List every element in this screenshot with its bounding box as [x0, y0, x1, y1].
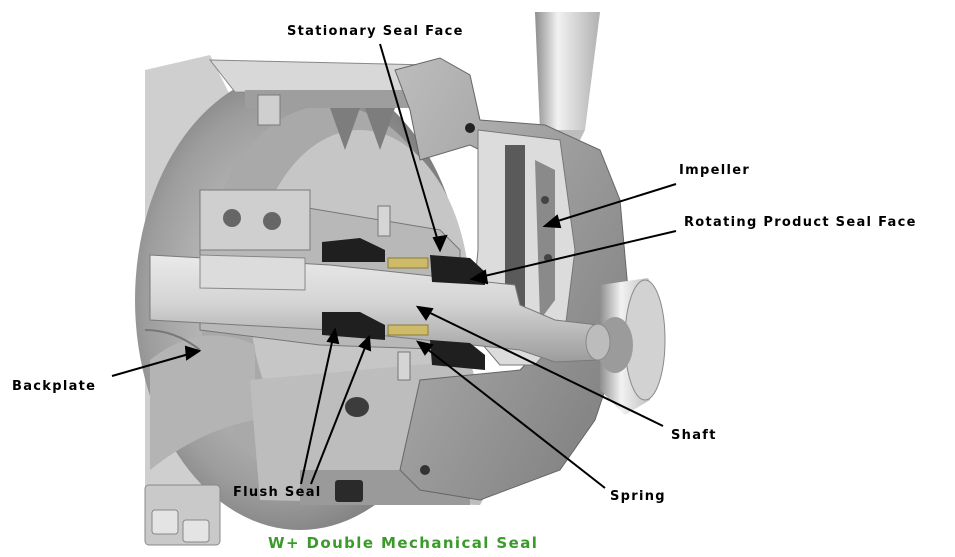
leader-lines [111, 43, 677, 489]
label-backplate: Backplate [12, 379, 97, 394]
backplate-leader [111, 351, 197, 377]
label-flush-seal: Flush Seal [233, 485, 322, 500]
arrowhead [542, 214, 562, 229]
inlet-pipe [597, 278, 666, 415]
pump-casing [394, 57, 629, 501]
label-shaft: Shaft [671, 428, 717, 443]
label-impeller: Impeller [679, 163, 751, 178]
spring-leader [421, 344, 606, 489]
arrowhead [415, 340, 434, 356]
shaft-drawing [149, 254, 611, 363]
shaft-leader [421, 308, 664, 427]
arrowhead [415, 305, 434, 321]
label-stationary-seal-face: Stationary Seal Face [287, 24, 464, 39]
label-spring: Spring [610, 489, 666, 504]
rotating-seal-face-leader [475, 230, 677, 279]
arrowhead [184, 345, 202, 361]
flush-seal-leader-left [300, 332, 335, 485]
arrowhead [358, 334, 372, 352]
diagram-caption: W+ Double Mechanical Seal [268, 534, 539, 552]
arrowhead [432, 234, 448, 253]
arrowhead [469, 269, 489, 285]
seal-faces [322, 238, 485, 370]
flush-seal-leader-right [310, 339, 369, 485]
stationary-seal-face-leader [379, 43, 441, 249]
label-rotating-product-seal-face: Rotating Product Seal Face [684, 215, 917, 230]
impeller-leader [547, 183, 677, 225]
arrowhead [326, 327, 340, 345]
